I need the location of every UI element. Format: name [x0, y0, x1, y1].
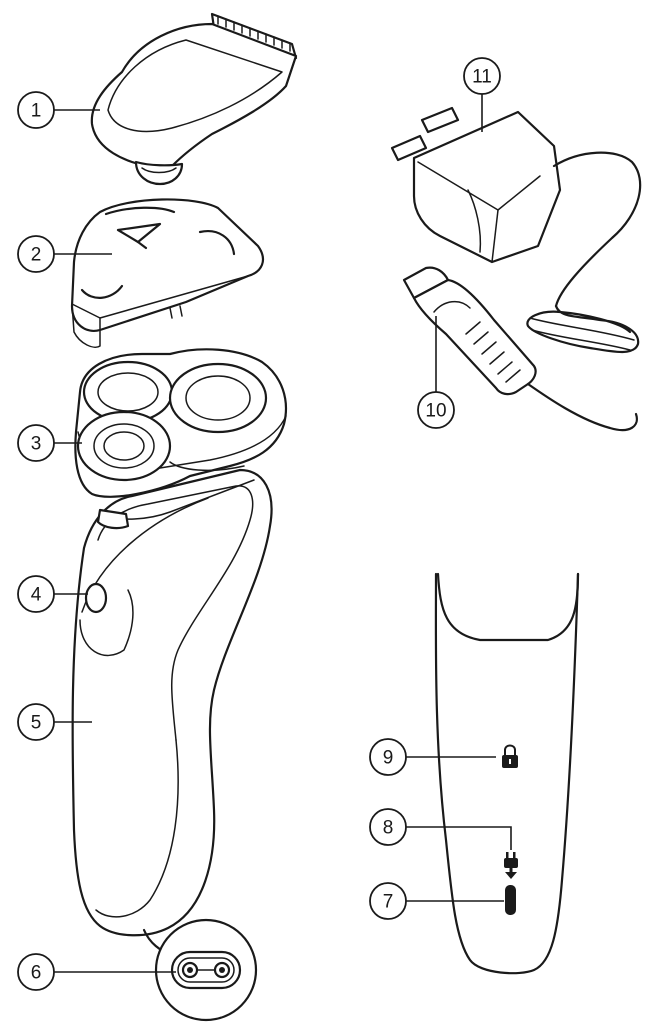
callout-label: 5	[31, 713, 42, 734]
callout-label: 1	[31, 101, 42, 122]
appliance-plug	[402, 266, 640, 432]
leader-lines	[54, 94, 512, 973]
protection-cap	[70, 198, 265, 348]
plug-grip-ridges	[465, 321, 521, 383]
trimmer-teeth	[217, 15, 291, 52]
charge-indicator-icon	[505, 885, 516, 915]
callout-label: 7	[383, 892, 394, 913]
callout-label: 2	[31, 245, 42, 266]
plug-icon	[504, 852, 518, 879]
callout-8: 8	[369, 808, 407, 846]
callout-6: 6	[17, 953, 55, 991]
socket-detail	[142, 918, 258, 1022]
callout-label: 6	[31, 963, 42, 984]
callout-4: 4	[17, 575, 55, 613]
callout-5: 5	[17, 703, 55, 741]
cap-logo	[116, 222, 162, 244]
callout-3: 3	[17, 424, 55, 462]
callout-10: 10	[417, 391, 455, 429]
callout-label: 10	[425, 401, 446, 422]
shaver	[71, 348, 288, 937]
head-release-button	[96, 508, 130, 530]
lock-icon	[502, 744, 518, 768]
shaver-back-panel	[434, 572, 580, 975]
callout-label: 11	[472, 67, 492, 88]
callout-9: 9	[369, 738, 407, 776]
callout-7: 7	[369, 882, 407, 920]
socket-icon	[170, 950, 242, 990]
on-off-button	[84, 582, 108, 614]
callout-1: 1	[17, 91, 55, 129]
trimmer-attachment	[90, 12, 298, 186]
callout-label: 8	[383, 818, 394, 839]
shaving-heads	[76, 360, 268, 482]
callout-label: 3	[31, 434, 42, 455]
callout-2: 2	[17, 235, 55, 273]
callout-label: 4	[31, 585, 42, 606]
power-adapter	[390, 106, 642, 308]
callout-11: 11	[463, 57, 501, 95]
callout-label: 9	[383, 748, 394, 769]
